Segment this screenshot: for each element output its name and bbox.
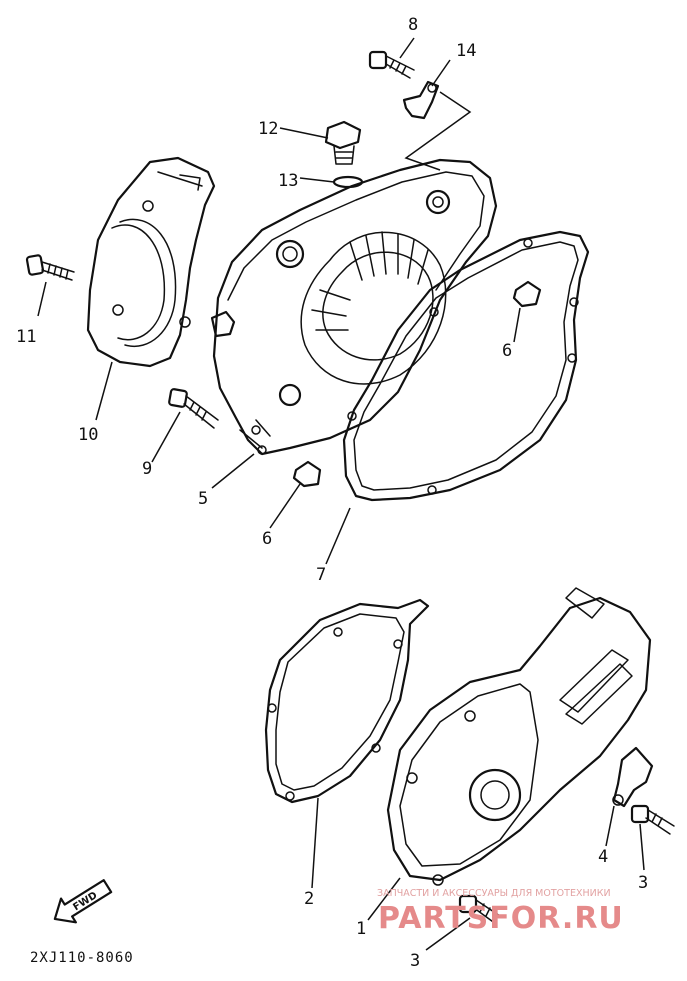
part-6-dowel-pin-lower	[292, 460, 322, 488]
part-code: 2XJ110-8060	[30, 950, 134, 966]
clamp-location-leader	[404, 91, 472, 171]
callout-2: 2	[304, 889, 314, 909]
callout-labels: 1 2 3 3 4 5 6 6 7 8 9 10 11 12 13 14	[16, 15, 648, 971]
part-11-bolt	[25, 254, 75, 281]
callout-6-lower: 6	[262, 529, 272, 549]
leader-lines	[37, 37, 645, 951]
fwd-arrow-icon: FWD	[53, 879, 113, 924]
part-7-gasket	[342, 230, 590, 502]
callout-9: 9	[142, 459, 152, 479]
part-6-dowel-pin-upper	[512, 280, 542, 308]
callout-4: 4	[598, 847, 608, 867]
callout-1: 1	[356, 919, 366, 939]
callout-3-right: 3	[638, 873, 648, 893]
part-4-clamp	[612, 746, 654, 808]
part-3-bolt-right	[630, 804, 675, 835]
callout-7: 7	[316, 565, 326, 585]
callout-12: 12	[258, 119, 278, 139]
watermark-tagline: ЗАПЧАСТИ И АКСЕССУАРЫ ДЛЯ МОТОТЕХНИКИ	[377, 888, 611, 899]
part-9-bolt	[168, 388, 219, 429]
part-5-crankcase-cover	[210, 158, 498, 456]
part-12-oil-filler-plug	[324, 120, 362, 165]
callout-13: 13	[278, 171, 298, 191]
watermark: ЗАПЧАСТИ И АКСЕССУАРЫ ДЛЯ МОТОТЕХНИКИ PA…	[377, 888, 624, 936]
callout-8: 8	[408, 15, 418, 35]
callout-6-upper: 6	[502, 341, 512, 361]
part-8-bolt	[368, 50, 415, 79]
part-2-gasket	[264, 598, 430, 804]
part-3-bolt-lower	[458, 894, 501, 925]
part-14-clamp	[402, 80, 440, 120]
callout-11: 11	[16, 327, 36, 347]
callout-3-lower: 3	[410, 951, 420, 971]
part-1-side-cover	[386, 587, 652, 886]
callout-14: 14	[456, 41, 476, 61]
watermark-site: PARTSFOR.RU	[378, 901, 624, 936]
callout-10: 10	[78, 425, 98, 445]
part-13-o-ring	[332, 175, 364, 189]
callout-5: 5	[198, 489, 208, 509]
fwd-label: FWD	[71, 890, 99, 913]
part-10-cover	[86, 156, 216, 368]
